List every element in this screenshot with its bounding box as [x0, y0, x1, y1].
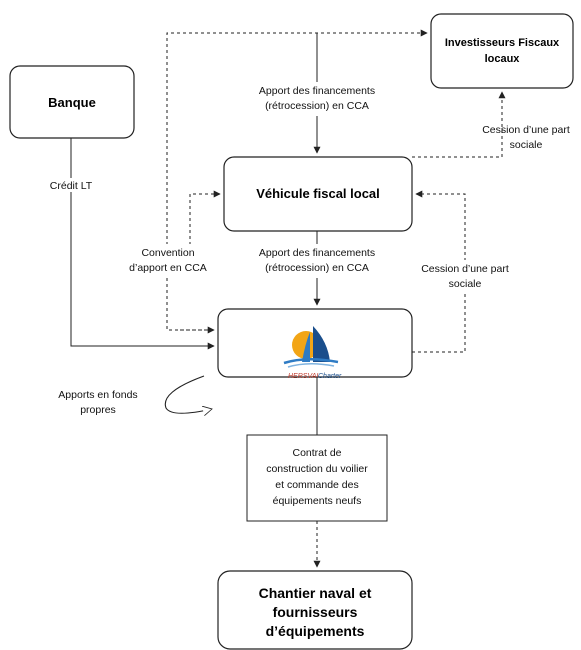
chantier-label-line2: fournisseurs [273, 604, 358, 620]
hersvai-logo: HERSVAI Charter [283, 326, 342, 380]
chantier-label-line3: d’équipements [266, 623, 365, 639]
investisseurs-label-line1: Investisseurs Fiscaux [445, 37, 560, 49]
contrat-label-line3: et commande des [275, 479, 358, 491]
sail-icon [313, 326, 330, 362]
chantier-label-line1: Chantier naval et [259, 585, 372, 601]
logo-brand: HERSVAI [288, 373, 318, 380]
convention-label-line1: Convention [141, 247, 194, 259]
vehicule-box: Véhicule fiscal local [223, 156, 413, 232]
contrat-label-line2: construction du voilier [266, 463, 368, 475]
chantier-box: Chantier naval et fournisseurs d’équipem… [217, 570, 413, 650]
cession-mid-label-line1: Cession d’une part [421, 263, 509, 275]
sail-small-icon [302, 332, 310, 362]
apport-mid-label-line1: Apport des financements [259, 247, 375, 259]
vehicule-label: Véhicule fiscal local [256, 186, 380, 201]
apport-mid-label-line2: (rétrocession) en CCA [265, 262, 369, 274]
investisseurs-box: Investisseurs Fiscaux locaux [430, 13, 574, 89]
cession-top-dashed [412, 91, 506, 158]
banque-label: Banque [48, 95, 96, 110]
banque-box: Banque [9, 65, 135, 139]
apports-fonds-curve [164, 375, 212, 413]
cession-mid-label-line2: sociale [449, 278, 482, 290]
cession-top-label-line1: Cession d’une part [482, 124, 570, 136]
credit-lt-label: Crédit LT [50, 180, 93, 192]
apports-fonds-label-line2: propres [80, 404, 116, 416]
wave-icon [283, 358, 339, 365]
contrat-box [246, 434, 388, 522]
apport-top-label-line2: (rétrocession) en CCA [265, 100, 369, 112]
convention-dashed-vehicule [186, 190, 221, 253]
cession-top-label-line2: sociale [510, 139, 543, 151]
convention-label-line2: d’apport en CCA [129, 262, 207, 274]
logo-sub: Charter [318, 373, 342, 380]
convention-dashed-top [166, 29, 428, 331]
apports-fonds-label-line1: Apports en fonds [58, 389, 137, 401]
contrat-label-line4: équipements neufs [273, 495, 362, 507]
investisseurs-label-line2: locaux [485, 53, 521, 65]
credit-lt-arrow [70, 138, 215, 350]
apport-top-label-line1: Apport des financements [259, 85, 375, 97]
contrat-label-line1: Contrat de [292, 447, 341, 459]
